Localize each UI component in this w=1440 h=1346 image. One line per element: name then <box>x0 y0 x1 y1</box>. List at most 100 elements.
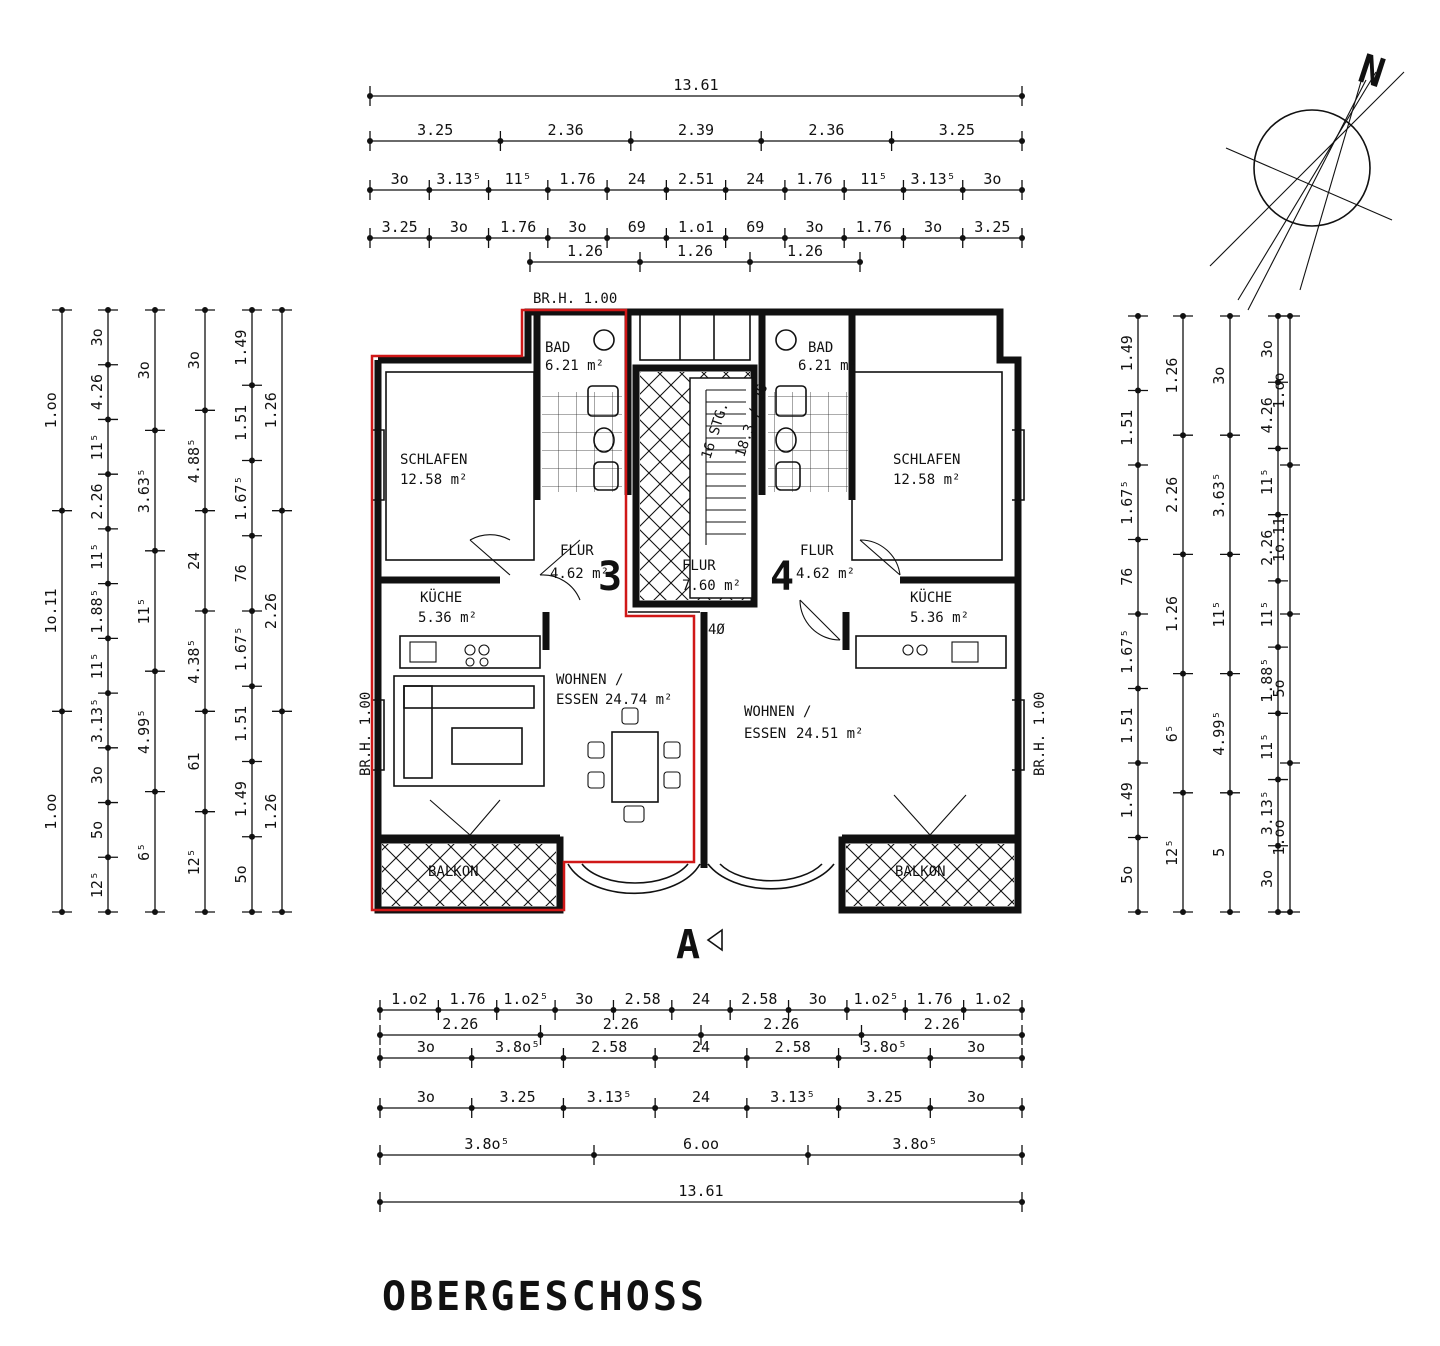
dimension-node <box>105 690 111 697</box>
dimension-node <box>560 1055 567 1061</box>
unit4-living-area: 24.51 m² <box>796 726 863 742</box>
dimension-node <box>785 1007 792 1013</box>
dimension-node <box>927 1105 934 1111</box>
dimension-label: 3o <box>1210 367 1228 385</box>
unit3-hall-area: 4.62 m² <box>550 566 609 582</box>
dimension-label: 2.26 <box>262 593 280 629</box>
dimension-label: 1.76 <box>500 218 536 236</box>
dimension-node <box>485 235 492 241</box>
dimension-label: 1.88⁵ <box>1258 658 1276 703</box>
dimension-node <box>835 1105 842 1111</box>
dimension-node <box>59 507 65 514</box>
dimension-node <box>426 187 433 193</box>
dimension-node <box>1227 909 1233 915</box>
dimension-node <box>1135 909 1141 915</box>
dimension-node <box>1227 789 1233 796</box>
dimension-label: 1.67⁵ <box>1118 480 1136 525</box>
dimension-node <box>249 909 255 915</box>
dimension-label: 11⁵ <box>1258 733 1276 760</box>
dimension-label: 1.26 <box>567 242 603 260</box>
dimension-label: 2.58 <box>775 1038 811 1056</box>
dimension-label: 24 <box>746 170 764 188</box>
dimension-label: 1.51 <box>1118 708 1136 744</box>
dimension-node <box>1019 1152 1025 1158</box>
dimension-node <box>279 708 285 715</box>
dimension-node <box>59 909 65 915</box>
dimension-label: 3.8o⁵ <box>892 1135 937 1153</box>
dimension-node <box>900 235 907 241</box>
dimension-node <box>743 1105 750 1111</box>
unit4-kitchen-area: 5.36 m² <box>910 610 969 626</box>
dimension-node <box>152 668 158 675</box>
dimension-node <box>1180 313 1186 319</box>
dimension-label: 3o <box>185 351 203 369</box>
dimension-node <box>858 1032 865 1038</box>
sill-height-left: BR.H. 1.00 <box>358 692 374 776</box>
dimension-node <box>105 854 111 861</box>
dimension-node <box>627 138 634 144</box>
dimension-label: 2.36 <box>548 121 584 139</box>
dimension-label: 5o <box>232 865 250 883</box>
dimension-label: 3o <box>967 1088 985 1106</box>
dimension-node <box>835 1055 842 1061</box>
unit4-bath-area: 6.21 m² <box>798 358 857 374</box>
dimension-label: 2.26 <box>1163 477 1181 513</box>
dimension-label: 2.26 <box>603 1015 639 1033</box>
unit3-kitchen-area: 5.36 m² <box>418 610 477 626</box>
dimension-label: 1.51 <box>232 405 250 441</box>
dimension-label: 3o <box>1258 870 1276 888</box>
dimension-node <box>544 187 551 193</box>
dimension-node <box>1019 1007 1025 1013</box>
dimension-label: 2.58 <box>625 990 661 1008</box>
dimension-node <box>900 187 907 193</box>
dimension-node <box>1135 462 1141 468</box>
dimension-node <box>468 1055 475 1061</box>
dimension-node <box>1275 644 1281 651</box>
unit3-bath-area: 6.21 m² <box>545 358 604 374</box>
dimension-label: 4.99⁵ <box>1210 711 1228 756</box>
sill-height-right: BR.H. 1.00 <box>1032 692 1048 776</box>
dimension-node <box>202 608 208 614</box>
dimension-label: 2.26 <box>1258 530 1276 566</box>
dimension-node <box>1135 536 1141 543</box>
dimension-label: 3o <box>135 361 153 379</box>
dimension-node <box>59 307 65 313</box>
dimension-label: 24 <box>185 552 203 570</box>
dimension-node <box>1180 789 1186 796</box>
dimension-node <box>1019 1032 1025 1038</box>
unit3-living-area: 24.74 m² <box>605 692 672 708</box>
dimension-node <box>663 235 670 241</box>
dimension-node <box>841 235 848 241</box>
dimension-node <box>105 525 111 532</box>
dimension-node <box>1135 760 1141 766</box>
dimension-label: 5o <box>88 821 106 839</box>
dimension-label: 3o <box>88 766 106 784</box>
dimension-node <box>1227 551 1233 558</box>
north-compass: N <box>1209 46 1405 311</box>
dimension-node <box>1019 138 1025 144</box>
dimension-node <box>249 608 255 614</box>
dimension-node <box>1287 760 1293 766</box>
dimension-node <box>652 1105 659 1111</box>
dimension-node <box>468 1105 475 1111</box>
dimension-node <box>722 187 729 193</box>
dimension-label: 3o <box>924 218 942 236</box>
dimension-label: 1.o2 <box>975 990 1011 1008</box>
dimension-label: 1.oo <box>1270 372 1288 408</box>
dimension-node <box>1180 432 1186 439</box>
dimension-node <box>1135 685 1141 692</box>
unit4-living-name: WOHNEN / <box>744 704 811 720</box>
dimension-label: 1o.11 <box>1270 517 1288 562</box>
unit4-hall-area: 4.62 m² <box>796 566 855 582</box>
dimension-node <box>377 1199 383 1205</box>
dimension-label: 76 <box>232 564 250 582</box>
dimension-label: 61 <box>185 752 203 770</box>
dimension-label: 3.13⁵ <box>770 1088 815 1106</box>
unit3-bedroom-area: 12.58 m² <box>400 472 467 488</box>
dimension-label: 3.8o⁵ <box>495 1038 540 1056</box>
dimension-label: 24 <box>692 1088 710 1106</box>
dimension-label: 3o <box>1258 340 1276 358</box>
dimension-node <box>105 361 111 368</box>
dimension-label: 3o <box>391 170 409 188</box>
dimension-node <box>152 427 158 434</box>
